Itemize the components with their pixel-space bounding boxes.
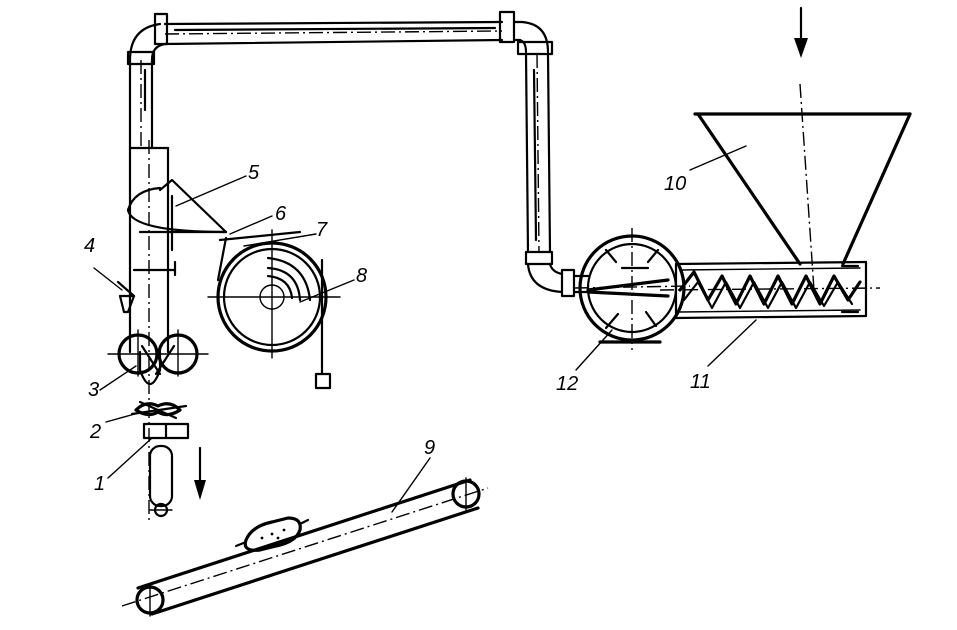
- screw-conveyor: [659, 260, 881, 320]
- clip-and-casing: [142, 422, 190, 518]
- cutter: [130, 400, 188, 420]
- label-6: 6: [275, 203, 287, 225]
- belt-conveyor: [121, 477, 489, 617]
- label-4: 4: [84, 235, 95, 257]
- feed-arrow: [794, 6, 808, 58]
- clip-lever: [116, 280, 136, 314]
- label-9: 9: [424, 437, 435, 459]
- filling-tube: [126, 140, 228, 520]
- label-10: 10: [664, 173, 686, 195]
- label-7: 7: [316, 219, 328, 241]
- down-arrow-icon: [794, 38, 808, 58]
- label-1: 1: [94, 473, 105, 495]
- label-11: 11: [690, 371, 711, 393]
- vane-pump: [574, 228, 691, 350]
- leader-lines: [93, 145, 757, 513]
- label-5: 5: [248, 162, 260, 184]
- twist-rollers: [107, 329, 209, 377]
- hopper: [693, 83, 912, 291]
- label-2: 2: [89, 421, 101, 443]
- label-8: 8: [356, 265, 367, 287]
- output-arrow: [194, 446, 206, 500]
- overhead-pipe: [126, 10, 590, 298]
- label-12: 12: [556, 373, 578, 395]
- down-arrow-icon: [194, 480, 206, 500]
- label-3: 3: [88, 379, 99, 401]
- casing-reel: [207, 229, 341, 390]
